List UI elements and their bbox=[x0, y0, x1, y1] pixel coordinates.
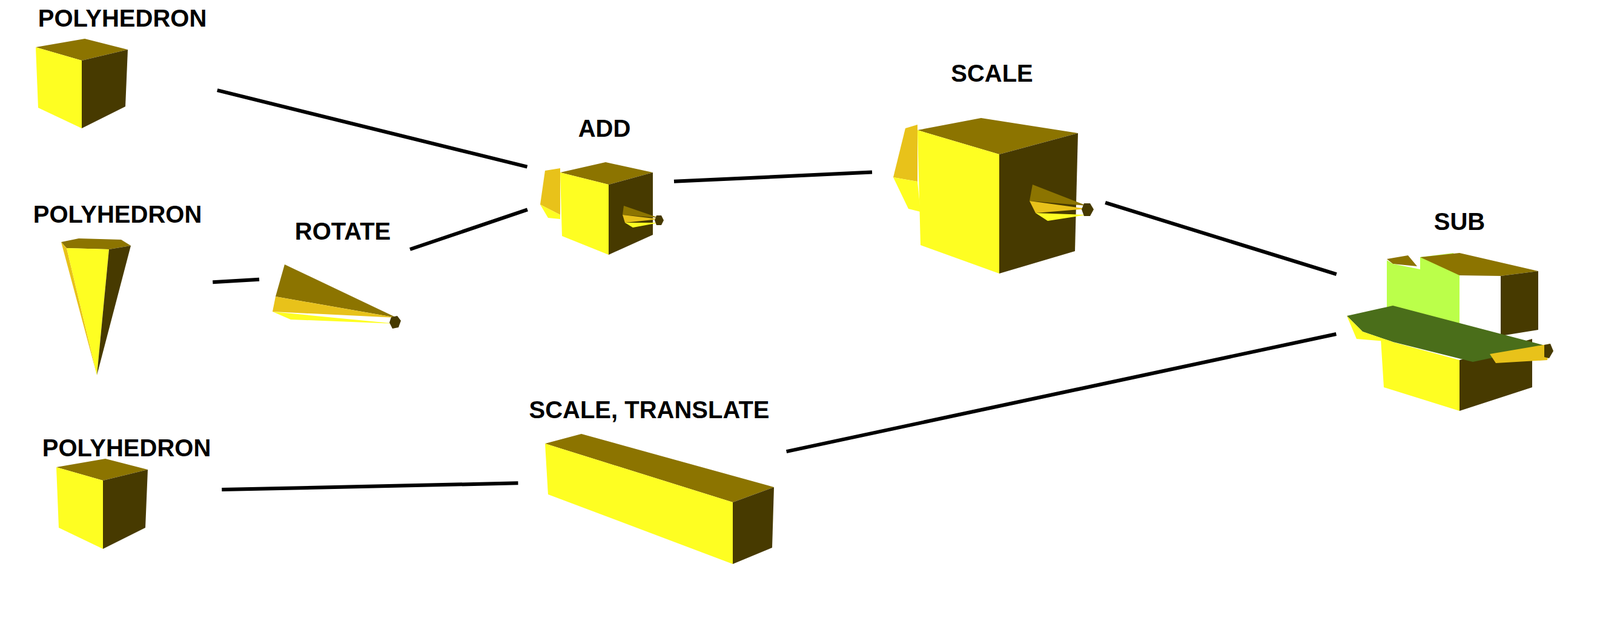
solid-face bbox=[893, 124, 918, 182]
operation-label: ROTATE bbox=[294, 218, 392, 245]
solid-figure bbox=[56, 459, 148, 550]
tree-connector bbox=[674, 172, 873, 182]
operation-label: POLYHEDRON bbox=[42, 434, 212, 462]
solid-figure bbox=[540, 162, 664, 255]
operation-node: SUB bbox=[1346, 208, 1555, 412]
solid-face bbox=[1420, 253, 1539, 277]
tree-connector bbox=[221, 483, 518, 490]
operation-label: SUB bbox=[1434, 208, 1485, 235]
solid-figure bbox=[272, 264, 401, 329]
operation-node: ROTATE bbox=[270, 218, 400, 332]
operation-node: POLYHEDRON bbox=[35, 4, 207, 129]
solid-face bbox=[66, 248, 110, 376]
solid-figure bbox=[35, 38, 128, 129]
solid-face bbox=[81, 49, 128, 129]
solid-face bbox=[389, 316, 401, 329]
solid-face bbox=[272, 311, 397, 324]
solid-face bbox=[545, 443, 733, 565]
solid-face bbox=[654, 215, 664, 226]
solid-face bbox=[1081, 203, 1094, 217]
operation-label: SCALE bbox=[950, 59, 1034, 87]
operation-label: SCALE, TRANSLATE bbox=[528, 396, 770, 424]
tree-connector bbox=[409, 209, 528, 250]
tree-connector bbox=[786, 334, 1337, 452]
operation-node: POLYHEDRON bbox=[42, 434, 212, 550]
solid-face bbox=[624, 222, 659, 228]
operation-node: SCALE, TRANSLATE bbox=[528, 396, 776, 565]
solid-face bbox=[96, 245, 131, 376]
solid-face bbox=[35, 47, 82, 129]
solid-face bbox=[1346, 316, 1393, 343]
solid-face bbox=[1489, 343, 1551, 364]
solid-face bbox=[540, 204, 561, 220]
tree-connector bbox=[212, 279, 260, 283]
solid-face bbox=[622, 214, 659, 223]
operation-label: POLYHEDRON bbox=[38, 4, 208, 32]
solid-figure bbox=[545, 434, 774, 565]
solid-figure bbox=[893, 118, 1094, 274]
tree-connector bbox=[1105, 202, 1337, 275]
solid-face bbox=[1500, 271, 1539, 337]
solid-figure bbox=[1346, 253, 1554, 412]
solid-face bbox=[917, 130, 1000, 274]
tree-connector bbox=[217, 90, 528, 167]
operation-node: POLYHEDRON bbox=[33, 201, 203, 376]
solid-face bbox=[1035, 213, 1088, 222]
solid-face bbox=[893, 177, 921, 212]
solid-face bbox=[1029, 201, 1088, 214]
operation-label: POLYHEDRON bbox=[33, 201, 203, 228]
operation-node: SCALE bbox=[882, 59, 1095, 274]
solid-face bbox=[56, 467, 103, 550]
solid-face bbox=[732, 487, 774, 565]
solid-face bbox=[1544, 343, 1554, 359]
solid-face bbox=[102, 469, 148, 550]
solid-figure bbox=[61, 238, 131, 376]
operation-node: ADD bbox=[537, 115, 664, 255]
solid-face bbox=[560, 172, 609, 255]
operation-label: ADD bbox=[578, 115, 632, 142]
